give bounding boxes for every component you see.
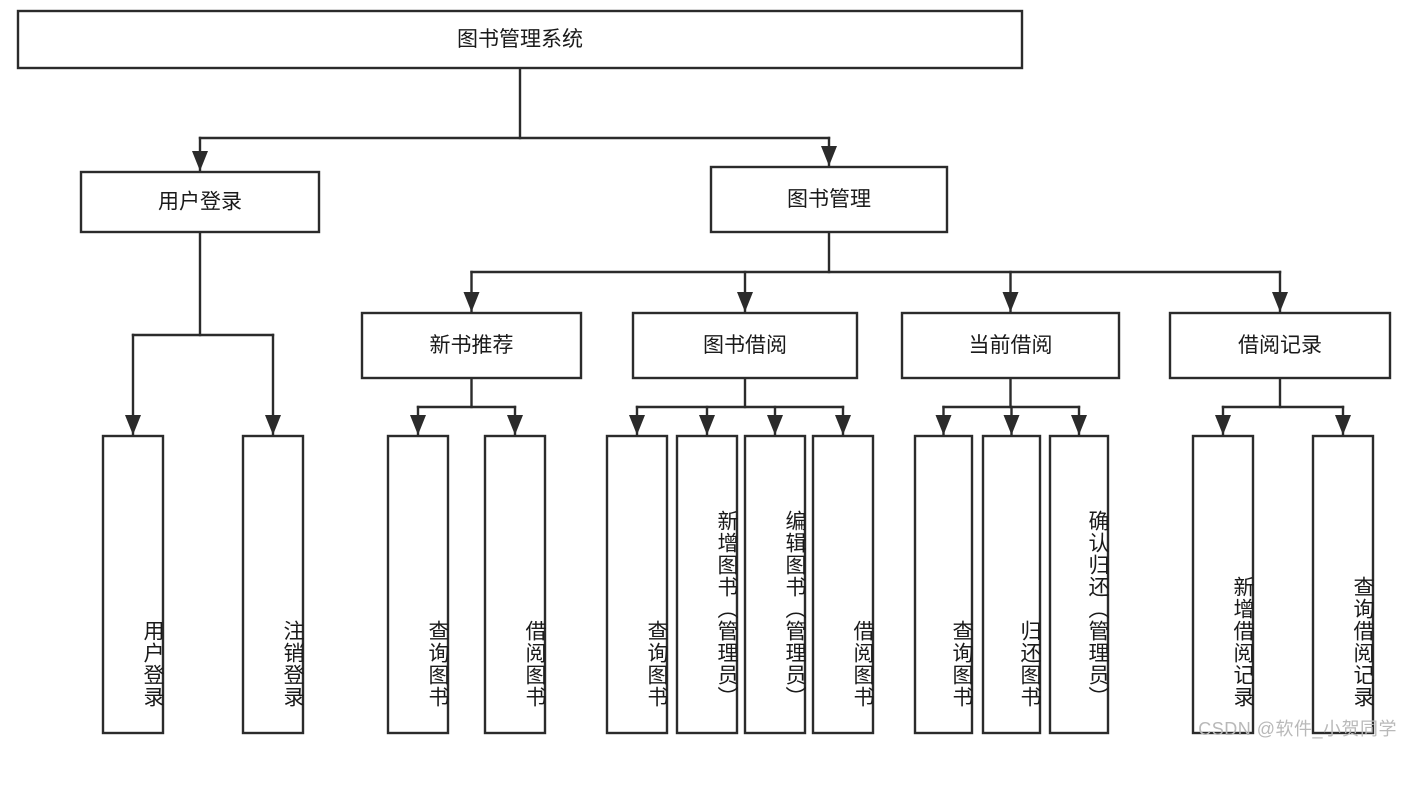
node-box-level2-0[interactable]	[360, 311, 583, 380]
node-box-leaf-0[interactable]	[101, 434, 165, 735]
node-box-leaf-6[interactable]	[743, 434, 807, 735]
arrow-head-icon-leaf-6	[767, 415, 783, 435]
arrow-head-icon-level2-1	[737, 292, 753, 312]
watermark-text: CSDN @软件_小贺同学	[1198, 719, 1397, 739]
node-box-level2-1[interactable]	[631, 311, 859, 380]
diagram-canvas: 图书管理系统用户登录图书管理新书推荐图书借阅当前借阅借阅记录 用户登录注销登录查…	[16, 9, 1397, 739]
arrow-head-icon-leaf-8	[935, 415, 952, 435]
arrow-head-icon-level2-2	[1002, 292, 1019, 312]
node-box-level2-2[interactable]	[900, 311, 1121, 380]
node-box-leaf-7[interactable]	[811, 434, 875, 735]
arrow-head-icon-level1-0	[192, 151, 208, 171]
arrow-head-icon-leaf-4	[629, 415, 645, 435]
node-label-level1-1: 图书管理	[787, 188, 871, 211]
node-label-level2-1: 图书借阅	[703, 334, 787, 357]
node-label-level2-2: 当前借阅	[969, 334, 1053, 357]
node-box-leaf-2[interactable]	[386, 434, 450, 735]
node-label-level1-0: 用户登录	[158, 191, 242, 214]
arrow-head-icon-level2-0	[463, 292, 480, 312]
arrow-head-icon-leaf-2	[410, 415, 426, 435]
arrow-head-icon-leaf-9	[1003, 415, 1020, 435]
connectors-layer	[125, 66, 1351, 436]
node-box-leaf-1[interactable]	[241, 434, 305, 735]
arrow-head-icon-leaf-5	[699, 415, 715, 435]
node-box-leaf-12[interactable]	[1311, 434, 1375, 735]
node-label-root: 图书管理系统	[457, 28, 583, 51]
node-box-leaf-11[interactable]	[1191, 434, 1255, 735]
node-box-leaf-3[interactable]	[483, 434, 547, 735]
arrow-head-icon-leaf-10	[1071, 415, 1087, 435]
arrow-head-icon-leaf-12	[1335, 415, 1351, 435]
node-box-leaf-9[interactable]	[981, 434, 1042, 735]
arrow-head-icon-leaf-1	[265, 415, 281, 435]
node-label-level2-3: 借阅记录	[1238, 334, 1322, 357]
node-box-level1-0[interactable]	[79, 170, 321, 234]
node-box-leaf-10[interactable]	[1048, 434, 1110, 735]
arrow-head-icon-leaf-0	[125, 415, 141, 435]
arrow-head-icon-leaf-3	[507, 415, 523, 435]
arrow-head-icon-leaf-7	[835, 415, 851, 435]
arrow-head-icon-level1-1	[821, 146, 837, 166]
node-label-level2-0: 新书推荐	[430, 334, 514, 357]
node-box-leaf-5[interactable]	[675, 434, 739, 735]
node-box-level2-3[interactable]	[1168, 311, 1392, 380]
arrow-head-icon-leaf-11	[1215, 415, 1231, 435]
node-box-leaf-8[interactable]	[913, 434, 974, 735]
node-box-root[interactable]	[16, 9, 1024, 70]
node-box-level1-1[interactable]	[709, 165, 949, 234]
node-box-leaf-4[interactable]	[605, 434, 669, 735]
arrow-head-icon-level2-3	[1272, 292, 1288, 312]
